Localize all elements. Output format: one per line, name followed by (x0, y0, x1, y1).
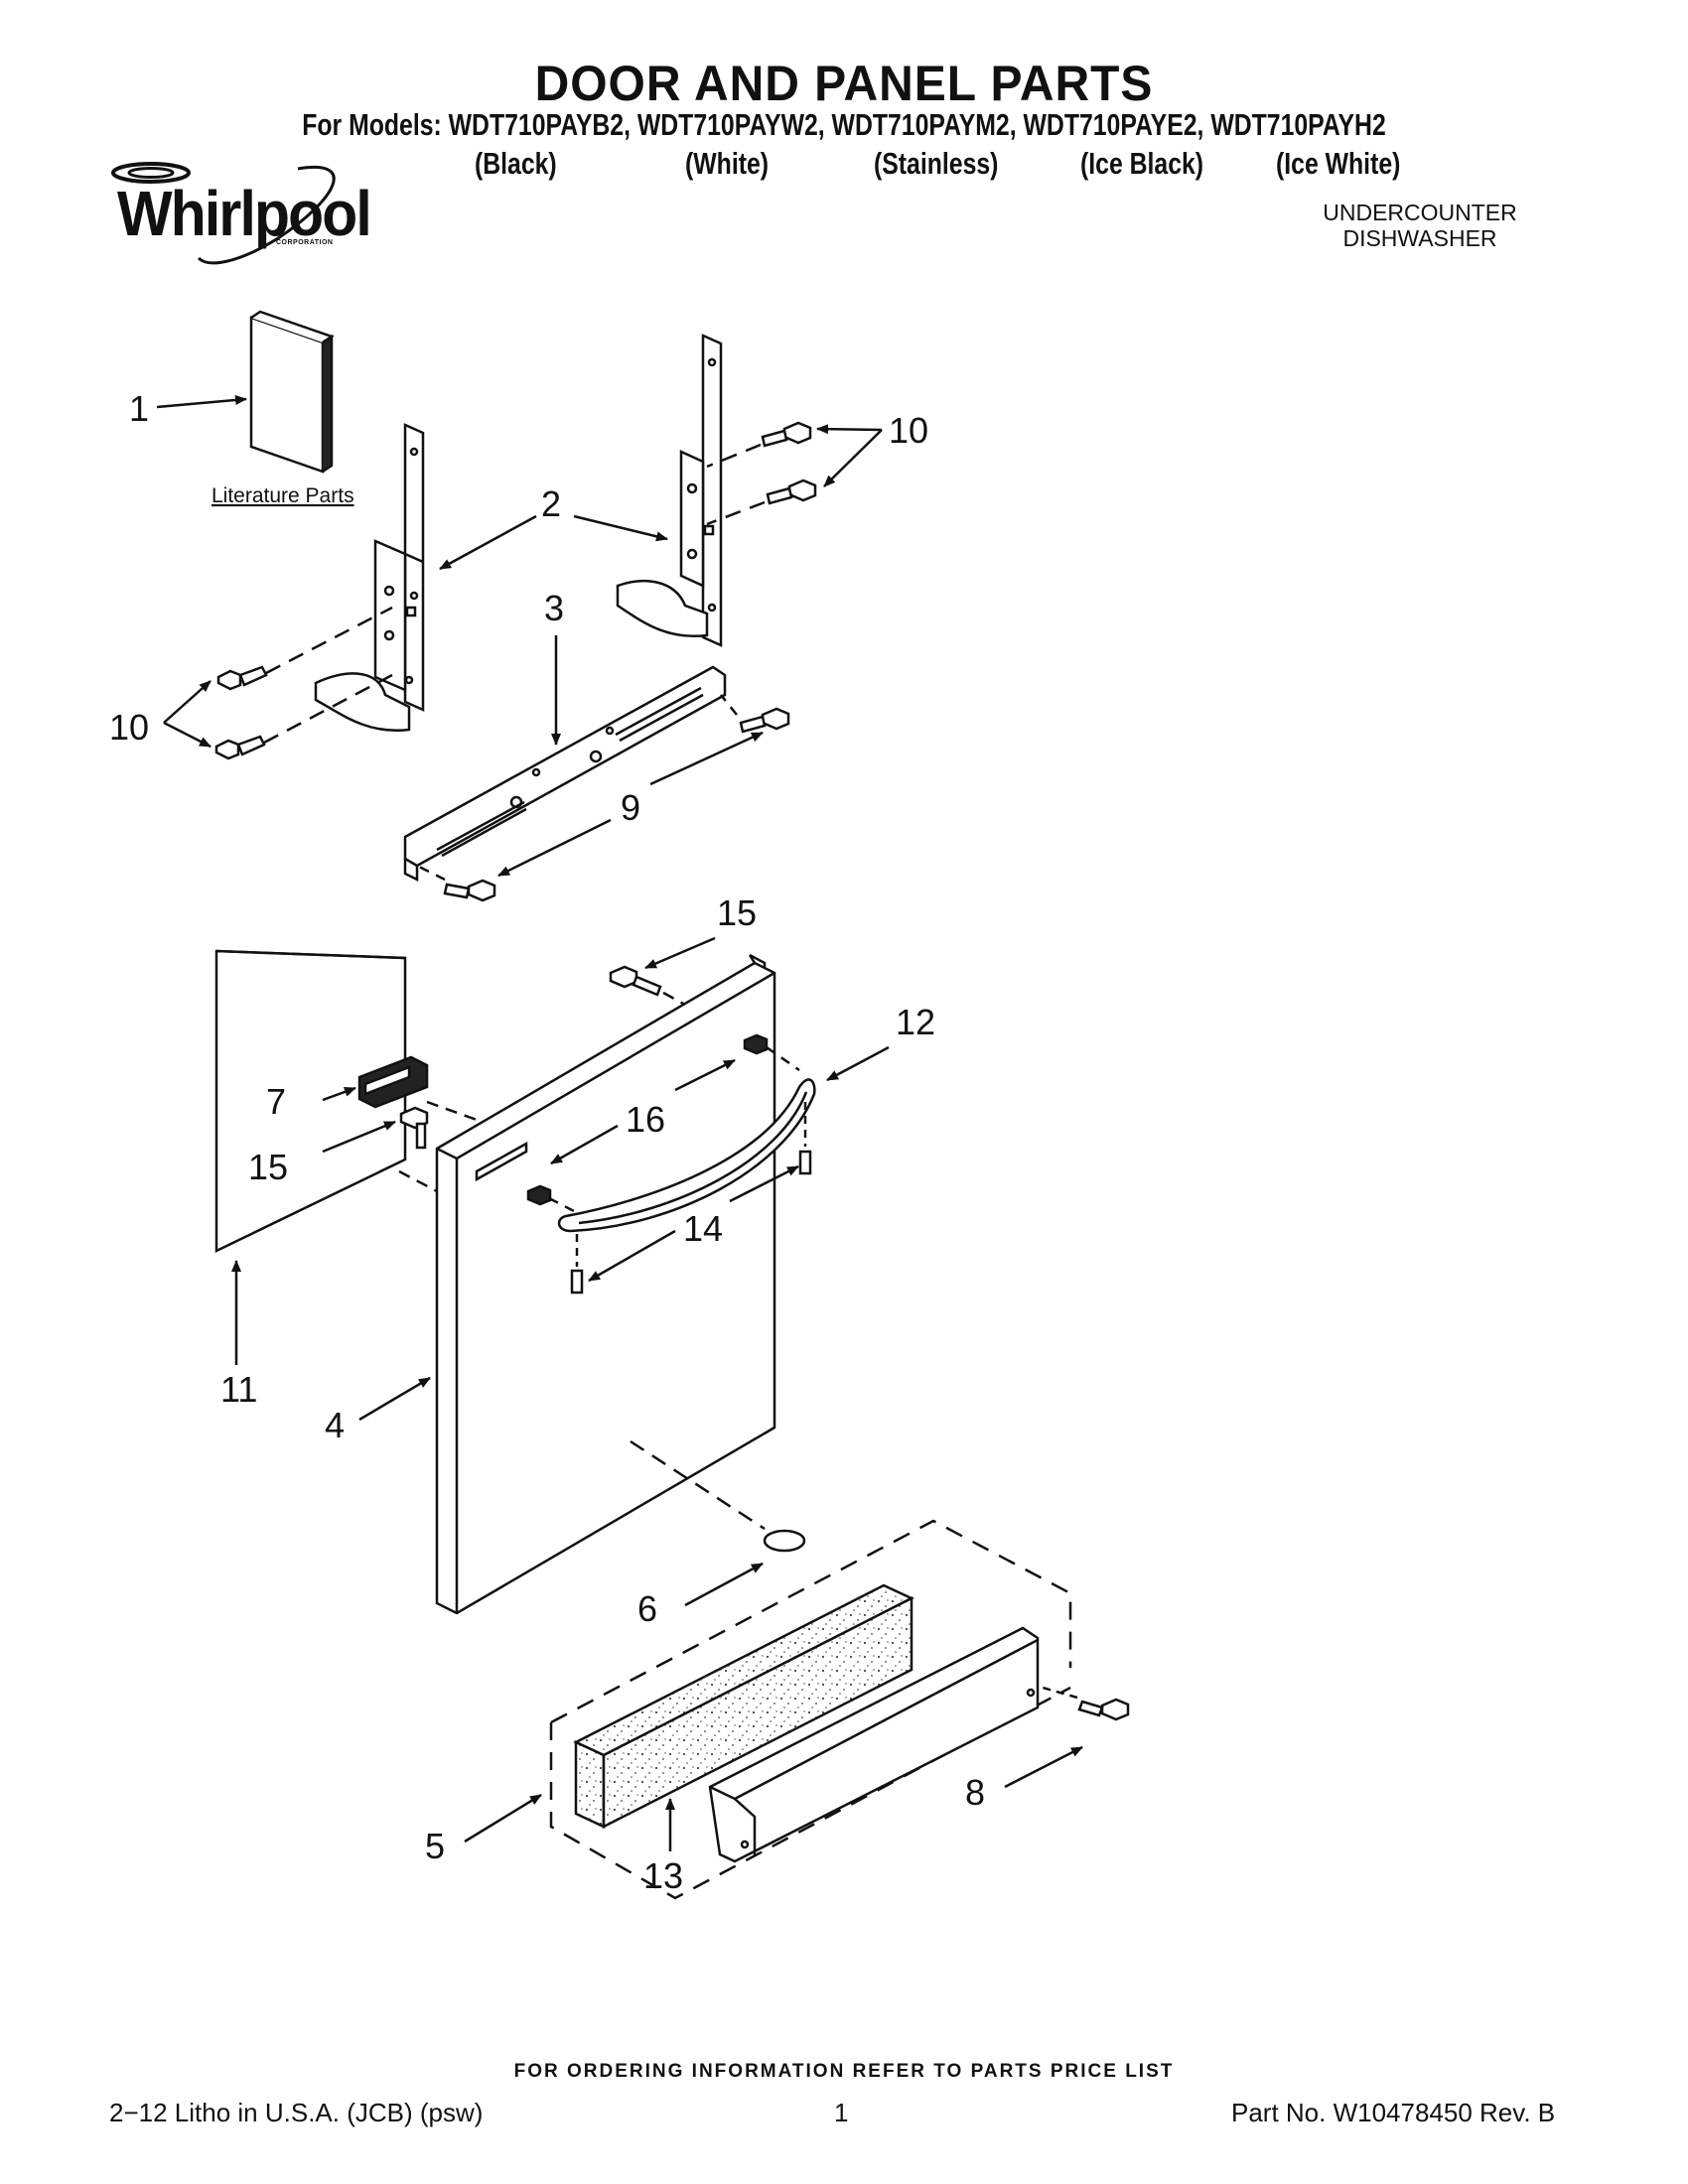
color-stainless: (Stainless) (874, 146, 999, 181)
hinge-bracket-left (314, 423, 425, 733)
callout-6: 6 (637, 1588, 657, 1629)
callout-11: 11 (220, 1369, 257, 1410)
callout-5: 5 (425, 1826, 445, 1866)
callout-7: 7 (266, 1081, 286, 1122)
door-plug (763, 1529, 806, 1553)
screws-right (761, 421, 817, 505)
callout-4: 4 (325, 1405, 345, 1445)
callout-16: 16 (626, 1099, 665, 1140)
callout-9: 9 (621, 787, 640, 828)
callout-10-right: 10 (889, 410, 928, 451)
callout-14: 14 (683, 1208, 723, 1249)
door-panel (435, 953, 776, 1615)
page-title: DOOR AND PANEL PARTS (534, 56, 1154, 111)
litho-info: 2−12 Litho in U.S.A. (JCB) (psw) (109, 2098, 484, 2127)
literature-booklet (249, 310, 335, 474)
panel-screw (399, 1106, 429, 1150)
color-ice-black: (Ice Black) (1080, 146, 1204, 181)
logo-corporation: CORPORATION (276, 239, 334, 246)
product-line-1: UNDERCOUNTER (1323, 200, 1517, 225)
hinge-bracket-right (616, 334, 723, 647)
foam-insulation (573, 1583, 914, 1830)
model-list: For Models: WDT710PAYB2, WDT710PAYW2, WD… (302, 107, 1386, 142)
part-number: Part No. W10478450 Rev. B (1231, 2098, 1556, 2127)
whirlpool-logo (99, 159, 387, 268)
latch-pad (357, 1055, 429, 1109)
callout-13: 13 (643, 1855, 683, 1896)
toe-panel (708, 1626, 1040, 1863)
handle-grommets (526, 1033, 769, 1206)
toe-panel-assembly-outline (549, 1519, 1072, 1900)
product-type: UNDERCOUNTER DISHWASHER (1301, 200, 1539, 251)
logo-wordmark: Whirlpool (117, 178, 372, 249)
logo-swirl-icon (111, 162, 336, 265)
literature-parts-label: Literature Parts (211, 484, 354, 507)
toe-panel-screw (1077, 1698, 1130, 1721)
ordering-info: FOR ORDERING INFORMATION REFER TO PARTS … (513, 2061, 1175, 2082)
callout-12: 12 (896, 1002, 935, 1042)
mounting-bracket (403, 665, 727, 883)
callout-2: 2 (541, 483, 561, 524)
door-top-screw (609, 965, 662, 997)
door-handle (557, 1078, 816, 1233)
bracket-screws (443, 707, 790, 902)
callout-8: 8 (965, 1772, 985, 1813)
callout-10-left: 10 (109, 707, 149, 748)
callout-15-panel: 15 (248, 1147, 288, 1187)
callout-1: 1 (129, 388, 149, 429)
color-white: (White) (685, 146, 770, 181)
page-number: 1 (834, 2098, 849, 2127)
color-black: (Black) (475, 146, 557, 181)
callout-15-top: 15 (717, 892, 757, 933)
product-line-2: DISHWASHER (1342, 225, 1497, 251)
handle-set-screws (570, 1150, 812, 1295)
color-ice-white: (Ice White) (1276, 146, 1401, 181)
screws-left (214, 665, 268, 760)
callout-3: 3 (544, 588, 564, 628)
callout-numbers: 1 2 3 4 5 6 7 8 9 10 10 11 12 13 14 15 1… (109, 388, 985, 1896)
